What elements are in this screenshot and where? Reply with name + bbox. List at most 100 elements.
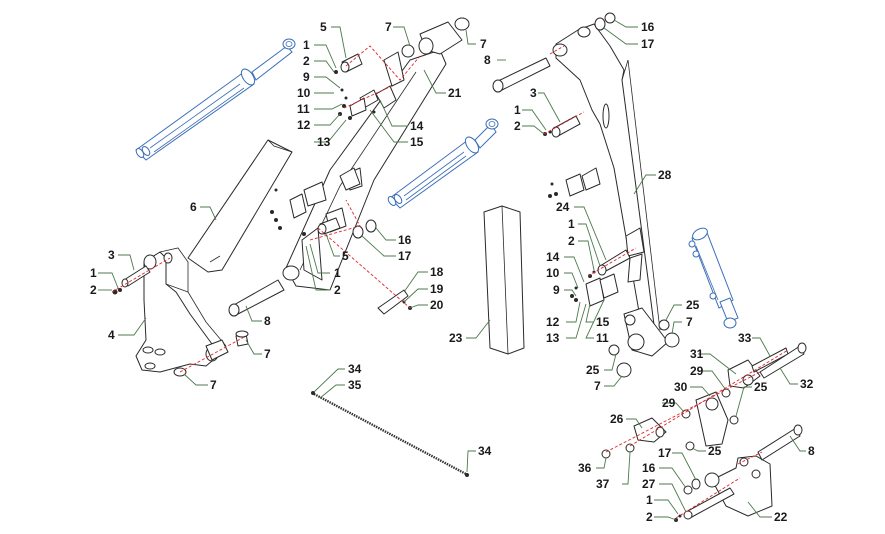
callout-29-a[interactable]: 29 — [690, 364, 704, 378]
shackle-part-34-b[interactable] — [465, 473, 469, 477]
callout-1-mid[interactable]: 1 — [334, 266, 341, 280]
callout-16-mid[interactable]: 16 — [398, 233, 412, 247]
column-part-23[interactable] — [483, 205, 525, 355]
callout-37[interactable]: 37 — [596, 477, 610, 491]
pin-part-8-top[interactable] — [492, 57, 551, 93]
callout-1-top[interactable]: 1 — [303, 38, 310, 52]
callout-3-left[interactable]: 3 — [108, 248, 115, 262]
callout-13-top[interactable]: 13 — [317, 135, 331, 149]
washer-part-17-bot[interactable] — [691, 478, 701, 490]
washer-part-1-left[interactable] — [118, 288, 122, 292]
base-bracket-part-22[interactable] — [704, 455, 773, 517]
callout-2-top[interactable]: 2 — [303, 54, 310, 68]
callout-18[interactable]: 18 — [430, 265, 444, 279]
callout-24[interactable]: 24 — [556, 200, 570, 214]
callout-25-b[interactable]: 25 — [586, 363, 600, 377]
callout-32[interactable]: 32 — [800, 377, 814, 391]
callout-17-top[interactable]: 17 — [641, 37, 655, 51]
pin-part-8-bot[interactable] — [757, 424, 803, 461]
pin-part-8-mid[interactable] — [228, 279, 285, 317]
chain-part-35[interactable] — [313, 392, 467, 476]
block-part-30[interactable] — [695, 391, 729, 447]
bushing-part-7-right-b[interactable] — [616, 362, 632, 378]
brackets-cluster-right-top[interactable] — [548, 167, 601, 198]
callout-1-left[interactable]: 1 — [90, 266, 97, 280]
callout-14-top[interactable]: 14 — [410, 119, 424, 133]
callout-8-bot[interactable]: 8 — [808, 444, 815, 458]
callout-21[interactable]: 21 — [448, 86, 462, 100]
callout-22[interactable]: 22 — [774, 510, 788, 524]
brackets-cluster-right-low[interactable] — [570, 227, 645, 307]
pin-part-3-right[interactable] — [551, 115, 581, 138]
callout-2-low[interactable]: 2 — [568, 234, 575, 248]
callout-1-bot[interactable]: 1 — [646, 493, 653, 507]
callout-11-low[interactable]: 11 — [596, 331, 609, 345]
pin-part-32[interactable] — [759, 342, 807, 379]
washer-part-17-top[interactable] — [594, 17, 606, 31]
callout-3-right[interactable]: 3 — [530, 86, 537, 100]
callout-17-bot[interactable]: 17 — [658, 446, 672, 460]
callout-20[interactable]: 20 — [430, 298, 444, 312]
callout-16-bot[interactable]: 16 — [642, 461, 656, 475]
callout-10-low[interactable]: 10 — [546, 266, 560, 280]
hardware-cluster-mid[interactable] — [270, 188, 306, 237]
bushing-part-25-a[interactable] — [658, 319, 670, 331]
hydraulic-cylinder-left[interactable] — [135, 38, 296, 161]
callout-2-left[interactable]: 2 — [90, 283, 97, 297]
callout-12-low[interactable]: 12 — [546, 315, 560, 329]
callout-2-mid[interactable]: 2 — [334, 283, 341, 297]
callout-15-top[interactable]: 15 — [410, 135, 424, 149]
callout-25-c[interactable]: 25 — [754, 380, 768, 394]
arm-cover-part-6[interactable] — [187, 139, 293, 273]
pin-part-5-mid[interactable] — [317, 217, 341, 235]
callout-34-a[interactable]: 34 — [348, 362, 362, 376]
callout-2-right[interactable]: 2 — [514, 119, 521, 133]
nut-part-37[interactable] — [625, 443, 635, 453]
callout-11-top[interactable]: 11 — [297, 102, 310, 116]
callout-17-mid[interactable]: 17 — [398, 249, 412, 263]
bolt-part-2-left[interactable] — [112, 289, 118, 295]
bushing-part-7-top-a[interactable] — [401, 44, 415, 58]
callout-14-low[interactable]: 14 — [546, 250, 560, 264]
nut-part-16-mid[interactable] — [365, 219, 377, 233]
callout-27[interactable]: 27 — [642, 477, 656, 491]
nut-part-36[interactable] — [601, 449, 611, 459]
callout-36[interactable]: 36 — [578, 461, 592, 475]
callout-28[interactable]: 28 — [658, 168, 672, 182]
callout-33[interactable]: 33 — [738, 331, 752, 345]
washer-part-17-mid[interactable] — [352, 225, 364, 239]
pin-part-24[interactable] — [597, 249, 631, 276]
callout-12-top[interactable]: 12 — [297, 118, 311, 132]
callout-29-b[interactable]: 29 — [662, 396, 676, 410]
callout-7-right-a[interactable]: 7 — [686, 315, 693, 329]
callout-2-bot[interactable]: 2 — [646, 510, 653, 524]
callout-23[interactable]: 23 — [449, 331, 463, 345]
callout-34-b[interactable]: 34 — [478, 444, 492, 458]
right-arm-part-28[interactable] — [552, 23, 669, 357]
pin-part-5-top[interactable] — [340, 53, 363, 73]
callout-8-top[interactable]: 8 — [484, 53, 491, 67]
link-part-26[interactable] — [633, 417, 667, 443]
spacer-part-29-a[interactable] — [721, 388, 731, 398]
callout-6[interactable]: 6 — [190, 200, 197, 214]
callout-7-left-b[interactable]: 7 — [210, 378, 217, 392]
callout-10-top[interactable]: 10 — [297, 86, 311, 100]
hardware-cluster-top[interactable] — [334, 70, 376, 120]
callout-16-top[interactable]: 16 — [641, 20, 655, 34]
callout-25-a[interactable]: 25 — [686, 298, 700, 312]
bushing-part-25-c[interactable] — [729, 415, 739, 425]
callout-7-top-a[interactable]: 7 — [385, 20, 392, 34]
callout-1-low[interactable]: 1 — [568, 217, 575, 231]
callout-8-mid[interactable]: 8 — [264, 314, 271, 328]
callout-5-mid[interactable]: 5 — [342, 249, 349, 263]
callout-13-low[interactable]: 13 — [546, 331, 560, 345]
nut-part-16-top[interactable] — [604, 12, 616, 24]
callout-7-left-a[interactable]: 7 — [264, 347, 271, 361]
callout-31[interactable]: 31 — [690, 347, 704, 361]
callout-19[interactable]: 19 — [430, 282, 444, 296]
callout-5-top[interactable]: 5 — [320, 20, 327, 34]
callout-15-low[interactable]: 15 — [596, 315, 610, 329]
callout-9-top[interactable]: 9 — [303, 70, 310, 84]
plate-part-18[interactable] — [377, 289, 409, 315]
callout-25-d[interactable]: 25 — [708, 444, 722, 458]
